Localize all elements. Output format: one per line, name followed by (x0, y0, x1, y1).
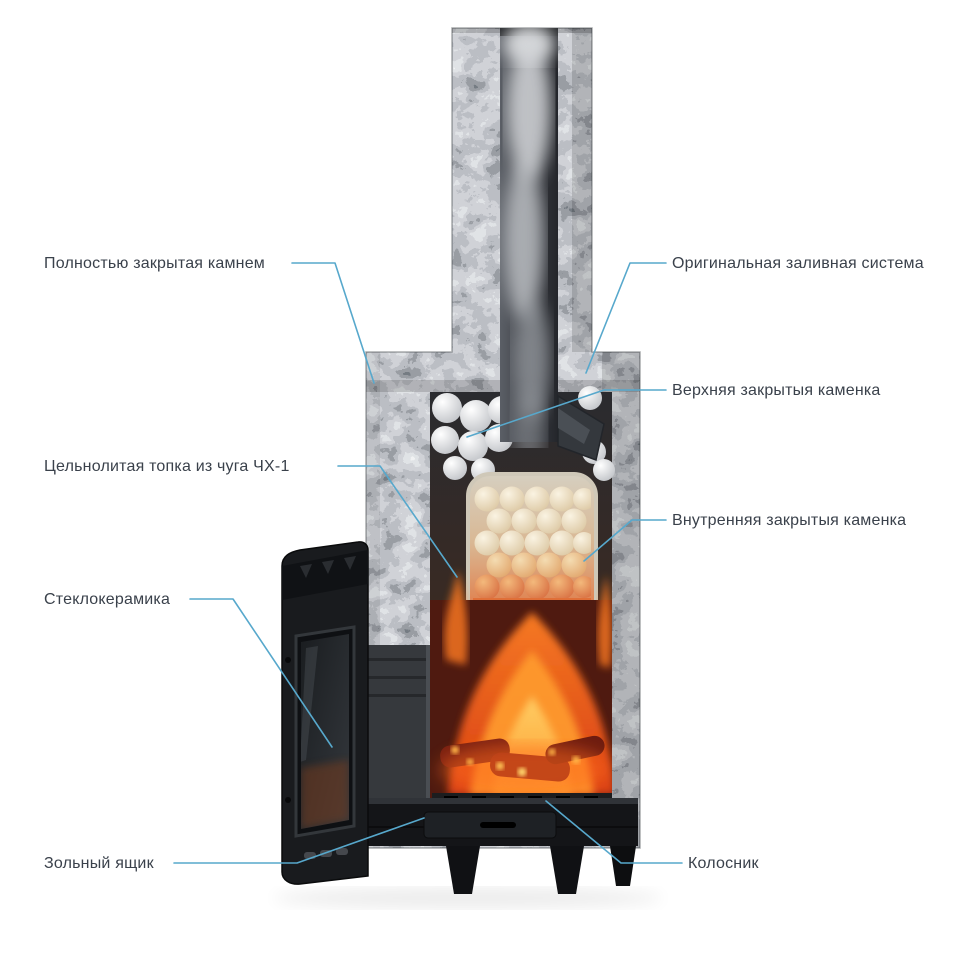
door-glass (301, 634, 349, 829)
chimney-duct (500, 28, 558, 448)
door-hinge (285, 797, 291, 803)
label-fully-covered: Полностью закрытая камнем (44, 255, 265, 272)
fire-door (281, 541, 369, 885)
leader-line-glass-ceramic (189, 598, 333, 748)
label-cast-firebox: Цельнолитая топка из чуга ЧХ-1 (44, 458, 290, 475)
label-grate: Колосник (688, 855, 759, 872)
stove-base (356, 798, 638, 894)
label-ash-box: Зольный ящик (44, 855, 154, 872)
door-hinge (285, 657, 291, 663)
pouring-funnel (557, 394, 605, 462)
label-inner-kamenka: Внутренняя закрытыя каменка (672, 512, 907, 529)
leader-line-fully-covered (291, 262, 375, 384)
label-glass-ceramic: Стеклокерамика (44, 591, 171, 608)
label-upper-kamenka: Верхняя закрытыя каменка (672, 382, 881, 399)
leader-line-grate (545, 800, 683, 864)
leader-lines (173, 262, 683, 864)
leader-line-upper-kamenka (466, 389, 667, 438)
embers (440, 735, 610, 796)
leader-line-ash-box (173, 817, 425, 864)
leader-line-inner-kamenka (583, 519, 667, 562)
firebox-flames (430, 570, 612, 802)
stove-leg (610, 846, 636, 886)
stove-leg (550, 846, 584, 894)
cast-firebox-wall (366, 645, 430, 803)
smoke-plume (503, 28, 555, 448)
stove-leg (446, 846, 480, 894)
leader-line-pouring-system (585, 262, 667, 374)
leader-line-cast-firebox (337, 465, 458, 578)
label-pouring-system: Оригинальная заливная система (672, 255, 924, 272)
